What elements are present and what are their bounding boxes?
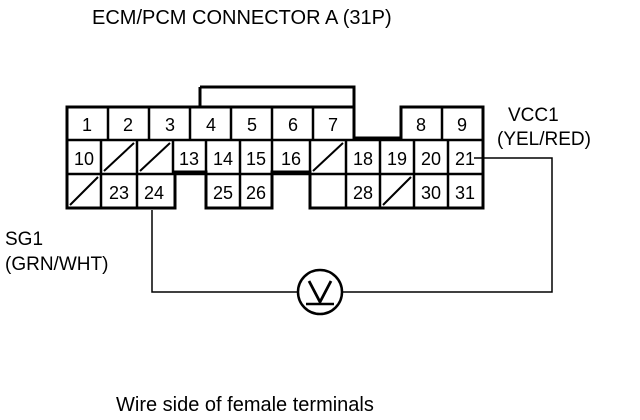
- pin-25: 25: [213, 183, 233, 203]
- pin-3: 3: [165, 115, 175, 135]
- diagram-caption: Wire side of female terminals: [116, 394, 374, 416]
- empty-cavity: [103, 142, 135, 172]
- connector-outline: [65, 85, 485, 210]
- pin-13: 13: [179, 149, 199, 169]
- pin-10: 10: [74, 149, 94, 169]
- pin-23: 23: [109, 183, 129, 203]
- pin-1: 1: [82, 115, 92, 135]
- pin-8: 8: [416, 115, 426, 135]
- empty-cavity: [69, 176, 99, 206]
- voltmeter-icon: V: [296, 268, 344, 316]
- pin-9: 9: [457, 115, 467, 135]
- pin-6: 6: [288, 115, 298, 135]
- diagram-title: ECM/PCM CONNECTOR A (31P): [92, 7, 392, 29]
- connector-grid: [67, 107, 483, 208]
- pin-19: 19: [387, 149, 407, 169]
- pin-15: 15: [246, 149, 266, 169]
- probe-wires: [151, 157, 553, 293]
- vcc1-label: VCC1: [508, 105, 559, 126]
- sg1-label: SG1: [5, 229, 43, 250]
- pin-20: 20: [421, 149, 441, 169]
- pin-21: 21: [455, 149, 475, 169]
- pin-labels: 1 2 3 4 5 6 7 8 9 10 13 14 15 16 18 19 2…: [74, 115, 475, 203]
- pin-4: 4: [206, 115, 216, 135]
- sg1-wire-color: (GRN/WHT): [5, 254, 108, 275]
- pin-24: 24: [144, 183, 164, 203]
- pin-2: 2: [123, 115, 133, 135]
- pin-5: 5: [247, 115, 257, 135]
- pin-14: 14: [213, 149, 233, 169]
- pin-31: 31: [455, 183, 475, 203]
- pin-7: 7: [328, 115, 338, 135]
- pin-28: 28: [353, 183, 373, 203]
- empty-cavity-marks: [69, 142, 412, 206]
- empty-cavity: [382, 176, 412, 206]
- negative-probe-wire: [151, 210, 298, 293]
- pin-18: 18: [353, 149, 373, 169]
- empty-cavity: [139, 142, 171, 172]
- pin-26: 26: [246, 183, 266, 203]
- pin-16: 16: [281, 149, 301, 169]
- empty-cavity: [312, 142, 344, 172]
- vcc1-wire-color: (YEL/RED): [497, 129, 591, 150]
- positive-probe-wire: [342, 157, 553, 293]
- pin-30: 30: [421, 183, 441, 203]
